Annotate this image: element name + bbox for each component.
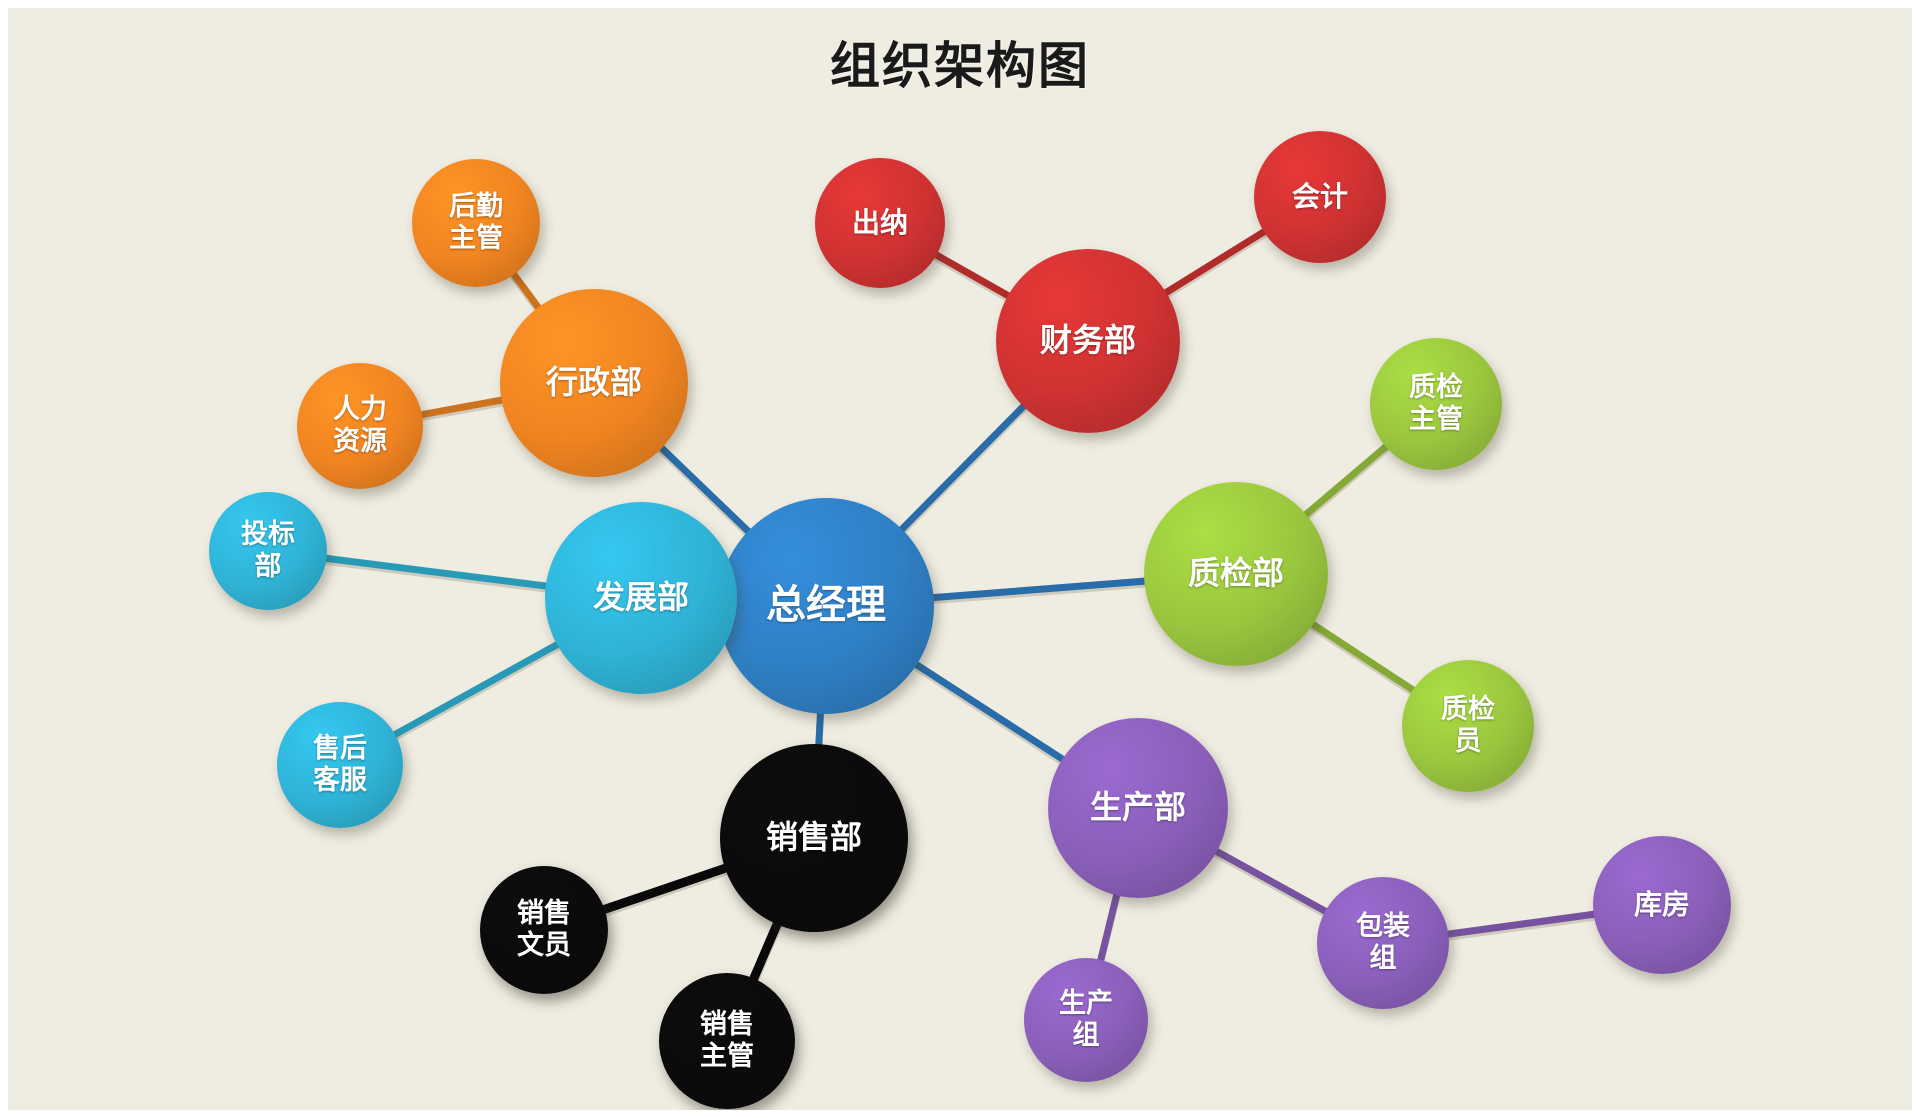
page-title: 组织架构图 xyxy=(830,37,1090,95)
connector-shadow xyxy=(596,865,734,919)
node-warehouse[interactable]: 库房 xyxy=(1593,836,1731,974)
connector-shadow xyxy=(909,662,1070,768)
connector-quality-qcinsp xyxy=(1306,618,1420,696)
node-qcsup[interactable]: 质检 主管 xyxy=(1370,338,1502,470)
node-label: 生产 组 xyxy=(1059,988,1113,1051)
connector-shadow xyxy=(414,398,509,422)
node-sales[interactable]: 销售部 xyxy=(720,744,908,932)
connector-production-prodteam xyxy=(1096,888,1122,968)
connector-gm-quality xyxy=(926,577,1152,602)
node-label: 售后 客服 xyxy=(313,733,367,796)
connector-shadow xyxy=(895,403,1030,539)
connector-shadow xyxy=(319,557,554,593)
connector-production-packteam xyxy=(1209,846,1333,917)
connector-shadow xyxy=(1440,913,1602,942)
connector-shadow xyxy=(1209,849,1333,920)
connector-gm-sales xyxy=(815,706,825,752)
node-label: 质检部 xyxy=(1187,554,1284,593)
node-label: 销售部 xyxy=(765,818,862,857)
connector-gm-production xyxy=(909,659,1070,765)
node-label: 销售 文员 xyxy=(517,898,571,961)
connector-shadow xyxy=(1306,621,1420,699)
node-label: 库房 xyxy=(1633,888,1690,922)
node-qcinsp[interactable]: 质检 员 xyxy=(1402,660,1534,792)
node-accountant[interactable]: 会计 xyxy=(1254,131,1386,263)
node-label: 会计 xyxy=(1291,180,1348,214)
node-label: 后勤 主管 xyxy=(449,191,503,254)
node-bidding[interactable]: 投标 部 xyxy=(209,492,327,610)
node-salessup[interactable]: 销售 主管 xyxy=(659,973,795,1109)
node-hr[interactable]: 人力 资源 xyxy=(297,363,423,489)
connector-admin-hr xyxy=(414,395,509,419)
node-prodteam[interactable]: 生产 组 xyxy=(1024,958,1148,1082)
node-cashier[interactable]: 出纳 xyxy=(815,158,945,288)
connector-shadow xyxy=(388,642,565,743)
node-admin[interactable]: 行政部 xyxy=(500,289,688,477)
connector-admin-logistics xyxy=(508,267,545,315)
connector-shadow xyxy=(1299,443,1393,524)
node-label: 财务部 xyxy=(1039,321,1136,360)
connector-shadow xyxy=(926,580,1152,605)
node-logistics[interactable]: 后勤 主管 xyxy=(412,159,540,287)
connector-shadow xyxy=(747,919,784,990)
node-packteam[interactable]: 包装 组 xyxy=(1317,877,1449,1009)
node-label: 出纳 xyxy=(851,206,908,240)
node-aftersales[interactable]: 售后 客服 xyxy=(277,702,403,828)
connector-shadow xyxy=(1159,229,1271,302)
connector-finance-accountant xyxy=(1159,226,1271,299)
diagram-canvas: 组织架构图 总经理 行政部 后勤 主管人力 资源 财务部 出纳 会计质检部 质检 主管质检 … xyxy=(8,8,1912,1110)
node-label: 质检 主管 xyxy=(1409,372,1463,435)
node-label: 总经理 xyxy=(766,582,886,629)
connector-finance-cashier xyxy=(929,249,1015,302)
connector-dev-bidding xyxy=(319,554,554,590)
connector-gm-finance xyxy=(895,400,1030,536)
connector-dev-aftersales xyxy=(388,639,565,740)
node-label: 包装 组 xyxy=(1356,911,1410,974)
node-label: 发展部 xyxy=(592,578,689,617)
node-label: 投标 部 xyxy=(241,519,295,582)
connector-sales-salessup xyxy=(747,916,784,987)
node-label: 销售 主管 xyxy=(700,1009,754,1072)
node-finance[interactable]: 财务部 xyxy=(996,249,1180,433)
node-dev[interactable]: 发展部 xyxy=(545,502,737,694)
node-label: 人力 资源 xyxy=(333,394,387,457)
node-label: 行政部 xyxy=(545,363,642,402)
node-production[interactable]: 生产部 xyxy=(1048,718,1228,898)
node-label: 质检 员 xyxy=(1441,694,1495,757)
node-gm[interactable]: 总经理 xyxy=(718,498,934,714)
connector-shadow xyxy=(929,252,1015,305)
node-label: 生产部 xyxy=(1089,788,1186,827)
connector-sales-salesclerk xyxy=(596,862,734,916)
connector-quality-qcsup xyxy=(1299,440,1393,521)
node-quality[interactable]: 质检部 xyxy=(1144,482,1328,666)
connector-packteam-warehouse xyxy=(1440,910,1602,939)
connector-shadow xyxy=(1096,891,1122,971)
node-salesclerk[interactable]: 销售 文员 xyxy=(480,866,608,994)
